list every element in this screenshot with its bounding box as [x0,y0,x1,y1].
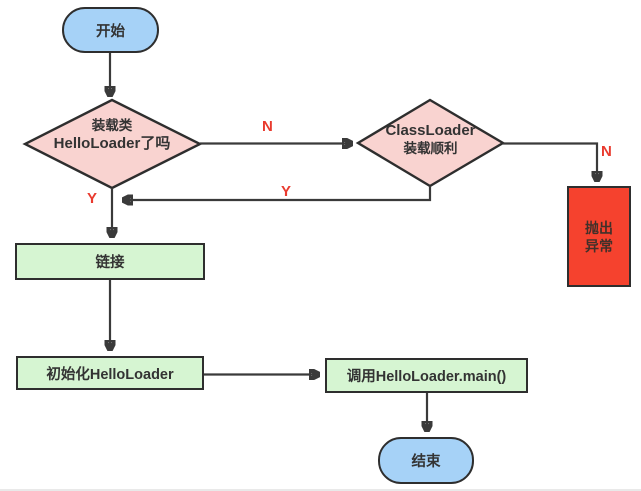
edge-label-y-classloader-return: Y [281,183,292,200]
edge-label-n-classloader: N [601,143,612,160]
edge-label-n-load-check: N [262,118,273,135]
start-node-label: 开始 [96,23,125,40]
process-link-label: 链接 [95,255,125,271]
decision-load-check-label: 装载类 HelloLoader了吗 [27,117,197,153]
throw-exception-node: 抛出 异常 [567,186,631,287]
start-node: 开始 [62,7,159,53]
decision-classloader-line2: 装载顺利 [403,141,458,156]
edge-classloader-to-throw [503,142,597,181]
process-call-main-node: 调用HelloLoader.main() [325,358,528,393]
edge-classloader-return [124,186,432,200]
process-link-node: 链接 [15,243,205,280]
process-call-main-label: 调用HelloLoader.main() [346,369,507,385]
edge-label-y-load-check: Y [87,190,98,207]
end-node-label: 结束 [411,454,441,470]
decision-load-check-line1: 装载类 [91,118,133,133]
decision-load-check-line2: HelloLoader了吗 [53,135,171,152]
decision-classloader-label: ClassLoader 装载顺利 [358,122,503,158]
process-initialize-node: 初始化HelloLoader [16,356,204,390]
throw-exception-line2: 异常 [585,237,613,254]
process-initialize-label: 初始化HelloLoader [46,366,174,383]
throw-exception-line1: 抛出 [585,219,613,236]
end-node: 结束 [378,437,474,484]
decision-classloader-line1: ClassLoader [385,122,476,139]
